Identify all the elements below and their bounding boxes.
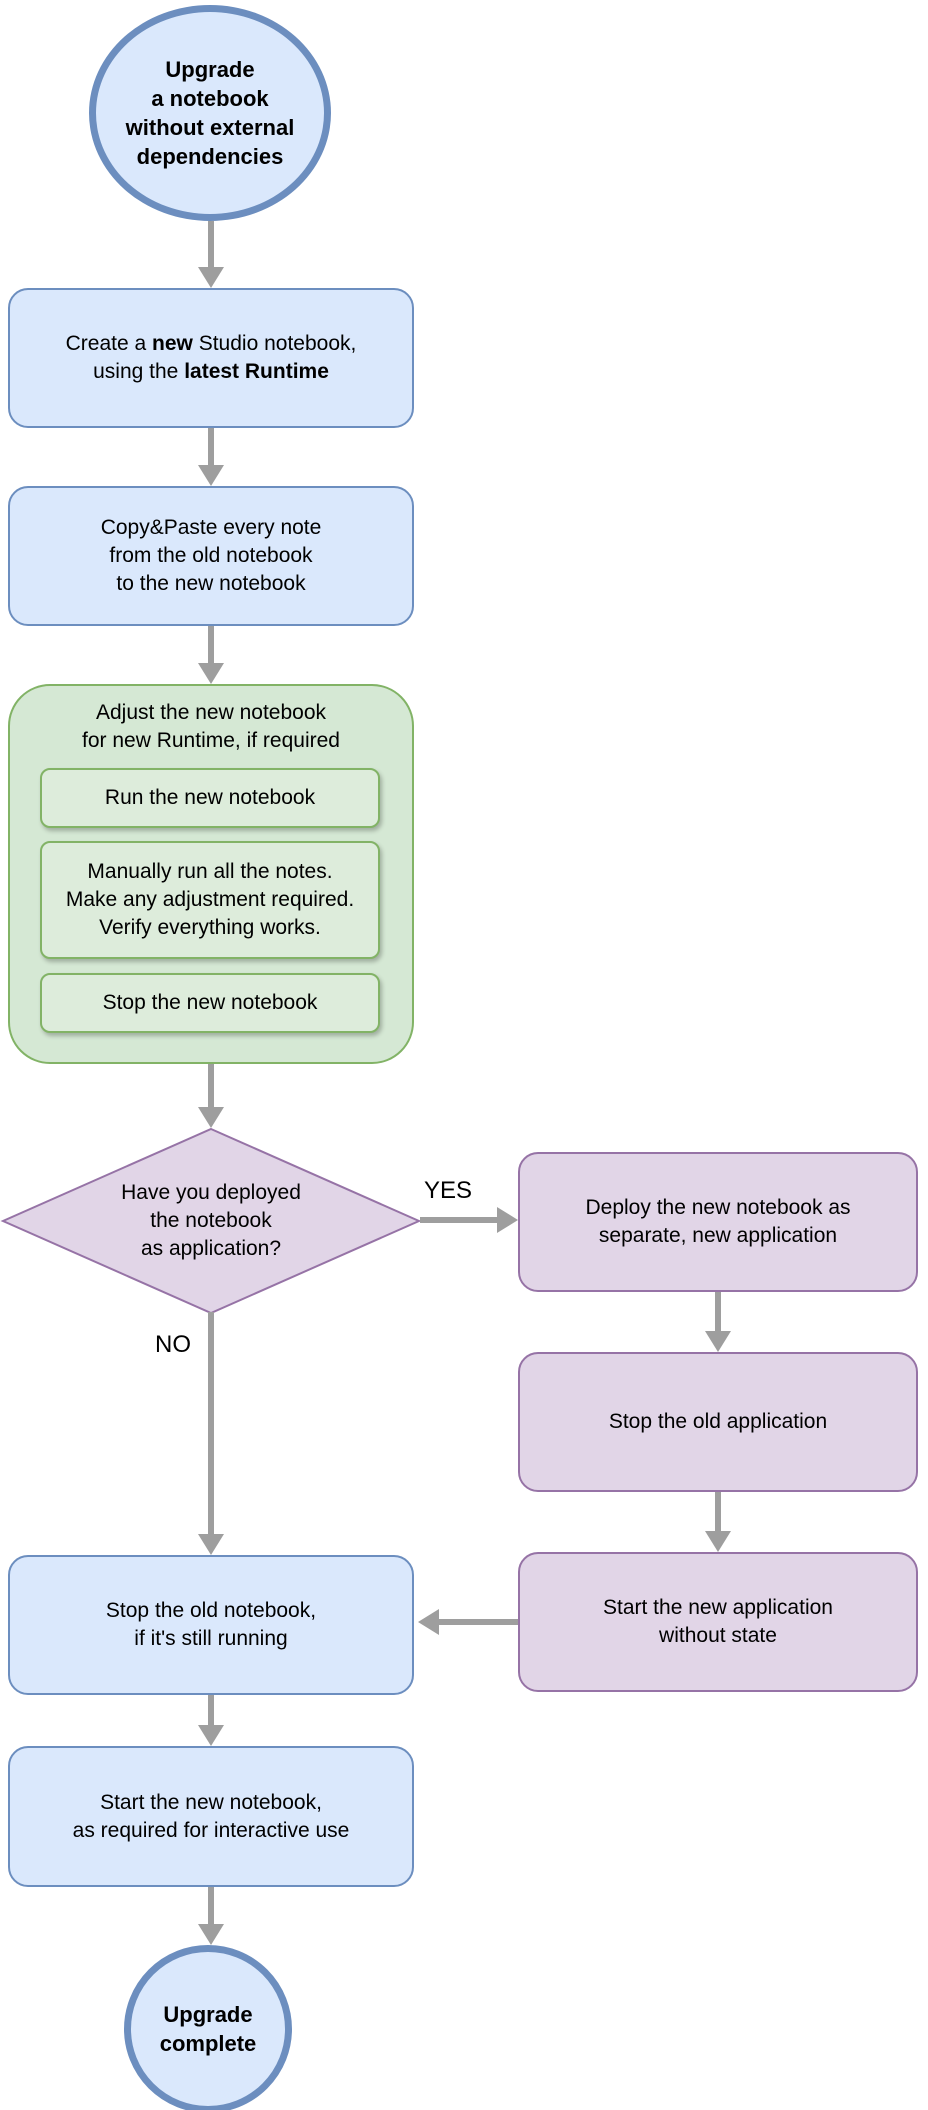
create-notebook-line2: using the latest Runtime bbox=[93, 360, 329, 383]
run-notebook-step: Run the new notebook bbox=[40, 768, 380, 828]
stop-notebook-step: Stop the new notebook bbox=[40, 973, 380, 1033]
arrow-adjust-to-decision bbox=[198, 1064, 224, 1128]
arrow-stop-app-to-start-app bbox=[705, 1492, 731, 1552]
arrow-to-end bbox=[198, 1887, 224, 1945]
edge-label-yes: YES bbox=[424, 1177, 473, 1204]
create-notebook-line1: Create a new Studio notebook, bbox=[65, 332, 357, 355]
arrow-decision-no bbox=[198, 1312, 224, 1555]
arrow-deploy-to-stop-app bbox=[705, 1292, 731, 1352]
start-new-notebook-node: Start the new notebook,as required for i… bbox=[8, 1746, 414, 1887]
create-notebook-node: Create a new Studio notebook, using the … bbox=[8, 288, 414, 428]
stop-old-application-node: Stop the old application bbox=[518, 1352, 918, 1492]
stop-old-notebook-node: Stop the old notebook,if it's still runn… bbox=[8, 1555, 414, 1695]
manual-run-step: Manually run all the notes.Make any adju… bbox=[40, 841, 380, 959]
arrow-start-to-create bbox=[198, 221, 224, 288]
arrow-decision-yes bbox=[420, 1207, 518, 1233]
edge-label-no: NO bbox=[155, 1331, 191, 1358]
arrow-copy-to-adjust bbox=[198, 626, 224, 684]
arrow-start-app-to-stop-notebook bbox=[418, 1609, 518, 1635]
arrow-stop-notebook-to-start-notebook bbox=[198, 1695, 224, 1746]
arrow-create-to-copy bbox=[198, 428, 224, 486]
